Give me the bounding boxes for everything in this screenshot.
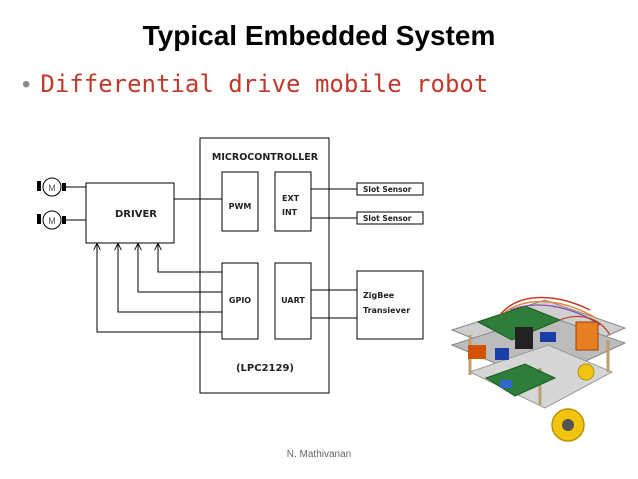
- ext-int-label-line2: INT: [282, 208, 298, 217]
- slide-title: Typical Embedded System: [142, 20, 496, 51]
- motor-2: M: [37, 210, 86, 230]
- slot-sensor-1-label: Slot Sensor: [363, 185, 412, 194]
- microcontroller-box: [199, 137, 330, 394]
- pwm-block: [221, 171, 259, 232]
- pwm-label: PWM: [229, 202, 252, 211]
- footer-author: N. Mathivanan: [286, 449, 352, 460]
- gpio-to-driver-lines: [97, 244, 222, 333]
- robot-photo: [450, 296, 627, 442]
- driver-label: DRIVER: [115, 209, 157, 220]
- uart-block: [274, 262, 312, 340]
- microcontroller-model-label: (LPC2129): [236, 363, 294, 374]
- ext-int-block: [274, 171, 312, 232]
- bullet-dot: •: [22, 71, 31, 98]
- bullet-item: • Differential drive mobile robot: [22, 70, 488, 99]
- bullet-text: Differential drive mobile robot: [40, 70, 489, 98]
- zigbee-label-line1: ZigBee: [363, 291, 395, 300]
- slot-sensor-2-label: Slot Sensor: [363, 214, 412, 223]
- uart-label: UART: [281, 296, 305, 305]
- motor-2-label: M: [48, 216, 56, 226]
- ext-int-label-line1: EXT: [282, 194, 300, 203]
- motor-1: M: [37, 177, 86, 197]
- zigbee-block: [356, 270, 424, 340]
- gpio-block: [221, 262, 259, 340]
- gpio-label: GPIO: [229, 296, 251, 305]
- zigbee-label-line2: Transiever: [363, 306, 410, 315]
- motor-1-label: M: [48, 183, 56, 193]
- driver-block: [85, 182, 175, 244]
- microcontroller-label: MICROCONTROLLER: [212, 152, 319, 163]
